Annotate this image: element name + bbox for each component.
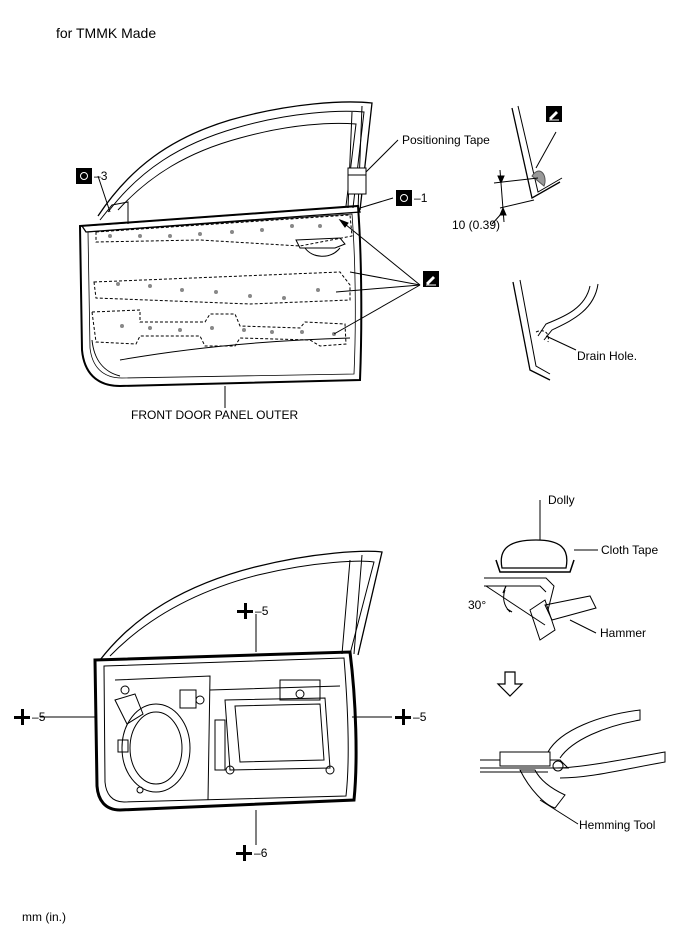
plus-weld-count-bottom: –6 xyxy=(254,846,268,860)
drain-hole-detail xyxy=(512,279,599,381)
plus-weld-count-value: 5 xyxy=(38,710,46,724)
spot-weld-count-value: 3 xyxy=(100,169,108,183)
dimension-label: 10 (0.39) xyxy=(452,218,501,232)
plus-weld-count-value: 6 xyxy=(260,846,268,860)
dolly-hammer-detail xyxy=(484,500,598,641)
hemming-tool-detail xyxy=(480,709,666,825)
spot-weld-count-value: 1 xyxy=(420,191,428,205)
drain-hole-label: Drain Hole. xyxy=(577,349,638,363)
spot-weld-icon xyxy=(76,168,92,184)
hemming-tool-label: Hemming Tool xyxy=(579,818,656,832)
plus-weld-count-value: 5 xyxy=(419,710,427,724)
front-door-outer-drawing xyxy=(78,101,421,408)
dolly-label: Dolly xyxy=(548,493,575,507)
sealer-icon xyxy=(546,106,562,122)
spot-weld-count-1: –1 xyxy=(414,191,428,205)
spot-weld-count-3: –3 xyxy=(94,169,108,183)
plus-weld-count-left: –5 xyxy=(32,710,46,724)
positioning-tape-label: Positioning Tape xyxy=(402,133,490,147)
down-arrow-icon xyxy=(496,671,524,697)
page-title: for TMMK Made xyxy=(56,25,157,41)
units-note: mm (in.) xyxy=(22,910,66,924)
plus-weld-icon xyxy=(236,845,252,861)
angle-label: 30° xyxy=(468,598,487,612)
front-door-panel-outer-label: FRONT DOOR PANEL OUTER xyxy=(131,408,299,422)
dimension-detail xyxy=(491,105,563,225)
plus-weld-count-value: 5 xyxy=(261,604,269,618)
hammer-label: Hammer xyxy=(600,626,647,640)
plus-weld-icon xyxy=(14,709,30,725)
plus-weld-icon xyxy=(237,603,253,619)
plus-weld-count-top: –5 xyxy=(255,604,269,618)
sealer-icon xyxy=(423,271,439,287)
spot-weld-icon xyxy=(396,190,412,206)
cloth-tape-label: Cloth Tape xyxy=(601,543,659,557)
plus-weld-icon xyxy=(395,709,411,725)
plus-weld-count-right: –5 xyxy=(413,710,427,724)
front-door-inner-drawing xyxy=(40,550,392,845)
